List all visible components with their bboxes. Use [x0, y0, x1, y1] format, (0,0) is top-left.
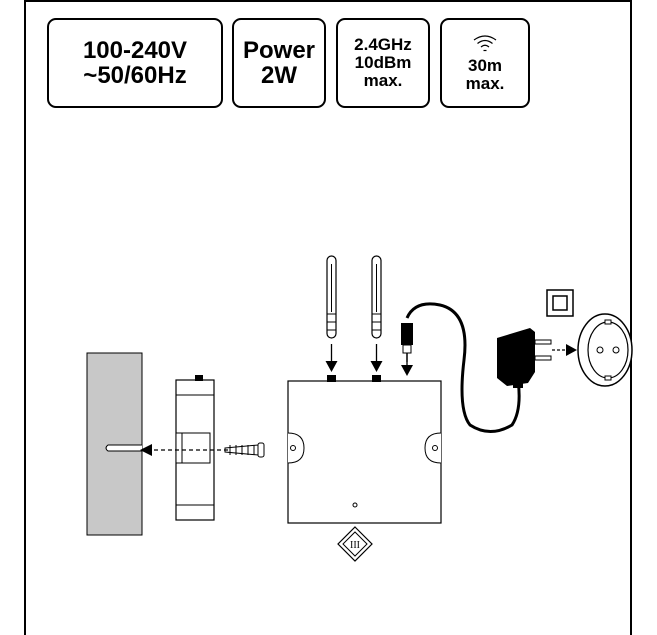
range-max: max.	[465, 74, 505, 93]
frequency-range: ~50/60Hz	[83, 62, 187, 89]
range-spec-box: 30m max.	[440, 18, 530, 108]
wall	[86, 352, 143, 536]
antenna-left-arrow	[325, 344, 338, 372]
mounting-bracket	[175, 375, 215, 521]
power-value: 2W	[261, 62, 297, 89]
double-insulation-icon	[546, 289, 574, 317]
power-cable	[401, 302, 521, 433]
mounting-arrow	[140, 444, 228, 456]
radio-power: 10dBm	[354, 53, 412, 73]
class-iii-symbol: III	[337, 526, 373, 562]
screw	[224, 442, 265, 458]
dc-plug-arrow	[401, 362, 413, 376]
power-adapter	[497, 328, 552, 388]
wifi-icon	[473, 35, 497, 52]
wall-socket-icon	[577, 313, 633, 387]
radio-frequency: 2.4GHz	[354, 35, 412, 55]
antenna-right-arrow	[370, 344, 383, 372]
antenna-left	[326, 255, 337, 339]
power-spec-box: Power 2W	[232, 18, 326, 108]
power-label: Power	[242, 36, 316, 64]
radio-max: max.	[363, 70, 403, 90]
gateway-device	[287, 375, 442, 524]
voltage-range: 100-240V	[82, 36, 188, 64]
radio-spec-box: 2.4GHz 10dBm max.	[336, 18, 430, 108]
class-iii-label: III	[350, 540, 360, 551]
voltage-spec-box: 100-240V ~50/60Hz	[47, 18, 223, 108]
antenna-right	[371, 255, 382, 339]
range-value: 30m	[467, 56, 503, 76]
diagram-frame	[24, 0, 632, 635]
adapter-arrow	[552, 344, 577, 356]
